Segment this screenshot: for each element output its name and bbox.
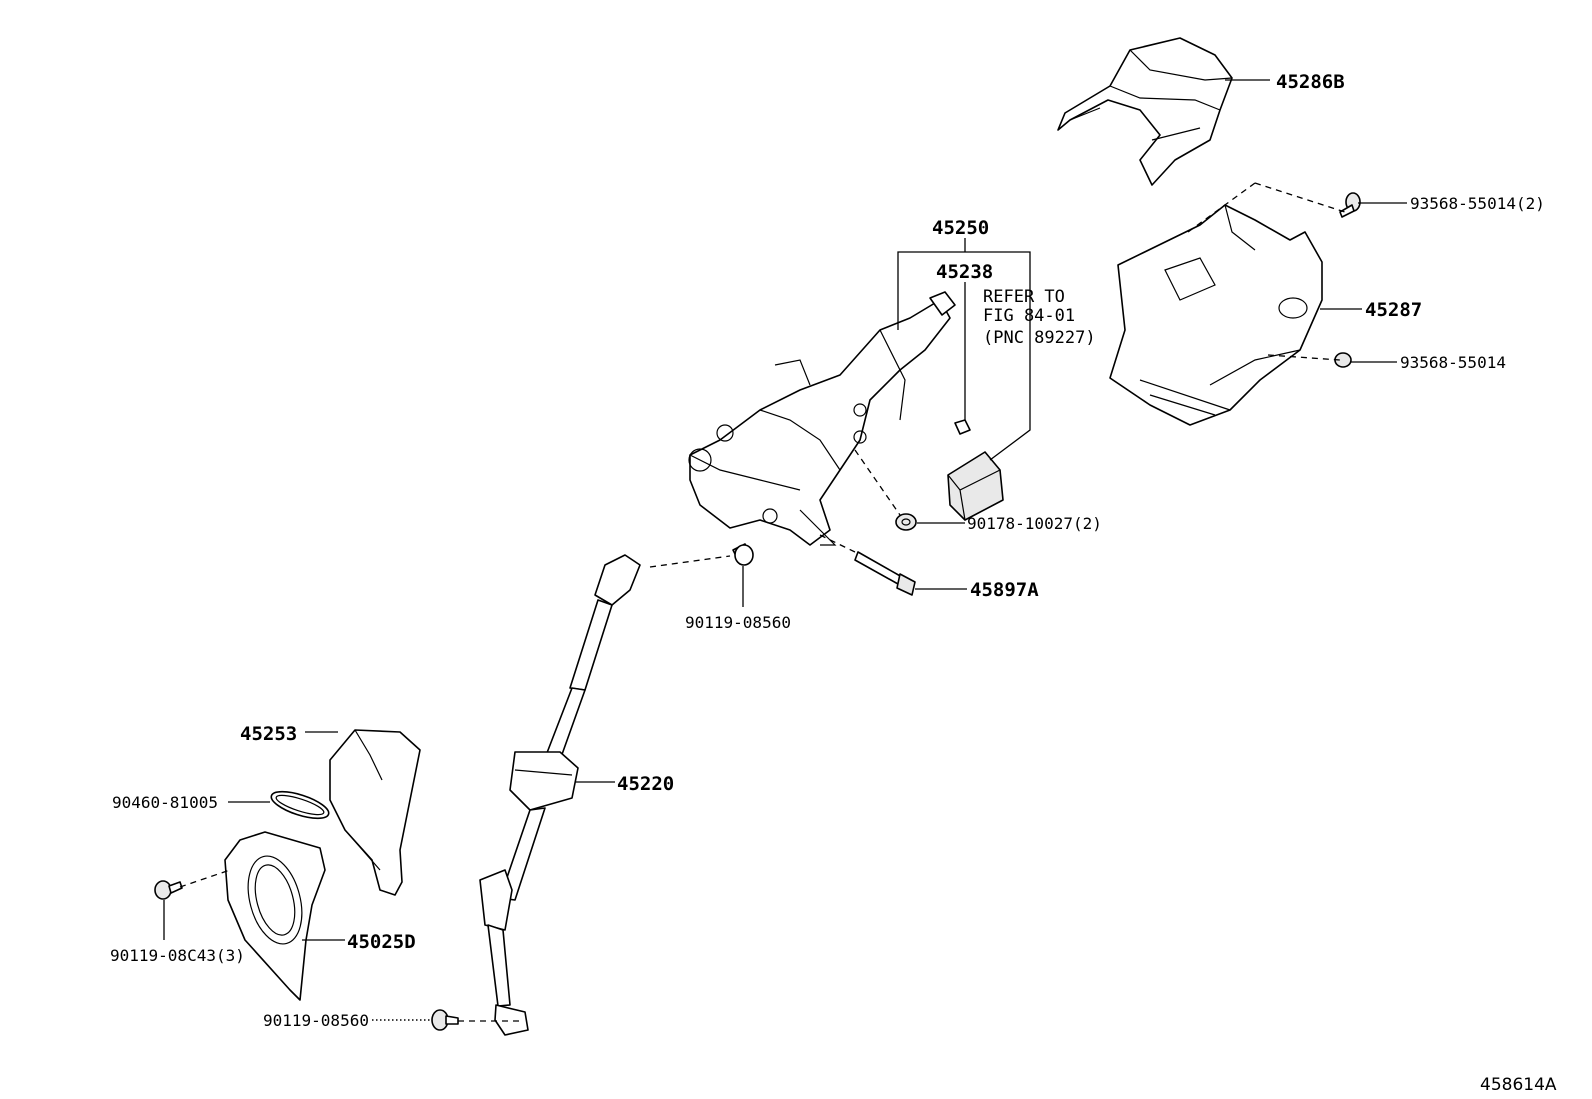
label-90178-10027-2: 90178-10027(2) <box>967 514 1102 533</box>
module-box-drawing <box>947 451 1004 521</box>
o-ring-inner-drawing <box>275 794 325 816</box>
column-hole-seal-drawing <box>224 831 326 1001</box>
bolt-45897A-drawing <box>854 551 916 596</box>
label-90119-08C43-3: 90119-08C43(3) <box>110 946 245 965</box>
steering-column-assembly-drawing <box>688 291 956 546</box>
label-45250: 45250 <box>932 217 989 239</box>
nut-90178-drawing <box>895 513 917 531</box>
label-90119-08560-upper: 90119-08560 <box>685 613 791 632</box>
label-90119-08560-lower: 90119-08560 <box>263 1011 369 1030</box>
clip-45238-drawing <box>954 419 971 435</box>
label-45238: 45238 <box>936 261 993 283</box>
label-93568-55014: 93568-55014 <box>1400 353 1506 372</box>
lower-column-cover-drawing <box>1109 204 1323 426</box>
label-90460-81005: 90460-81005 <box>112 793 218 812</box>
screw-93568-2-drawing <box>1339 192 1361 218</box>
refer-line-1: REFER TO <box>983 287 1065 307</box>
bolt-90119-upper-drawing <box>732 543 754 566</box>
bolt-90119-lower-drawing <box>431 1009 459 1031</box>
refer-line-3: (PNC 89227) <box>983 328 1096 348</box>
o-ring-drawing <box>270 790 330 820</box>
intermediate-shaft-drawing <box>479 554 641 1036</box>
label-45286B: 45286B <box>1276 71 1345 93</box>
assembly-lines <box>179 182 1346 1022</box>
label-45220: 45220 <box>617 773 674 795</box>
refer-line-2: FIG 84-01 <box>983 306 1075 326</box>
bolt-90119-08C43-drawing <box>154 880 183 900</box>
label-45287: 45287 <box>1365 299 1422 321</box>
label-45253: 45253 <box>240 723 297 745</box>
leader-lines <box>163 79 1407 941</box>
diagram-id: 458614A <box>1480 1075 1557 1095</box>
upper-column-cover-drawing <box>1057 37 1233 186</box>
column-hole-cover-drawing <box>329 729 421 896</box>
label-45025D: 45025D <box>347 931 416 953</box>
label-45897A: 45897A <box>970 579 1039 601</box>
label-93568-55014-2: 93568-55014(2) <box>1410 194 1545 213</box>
